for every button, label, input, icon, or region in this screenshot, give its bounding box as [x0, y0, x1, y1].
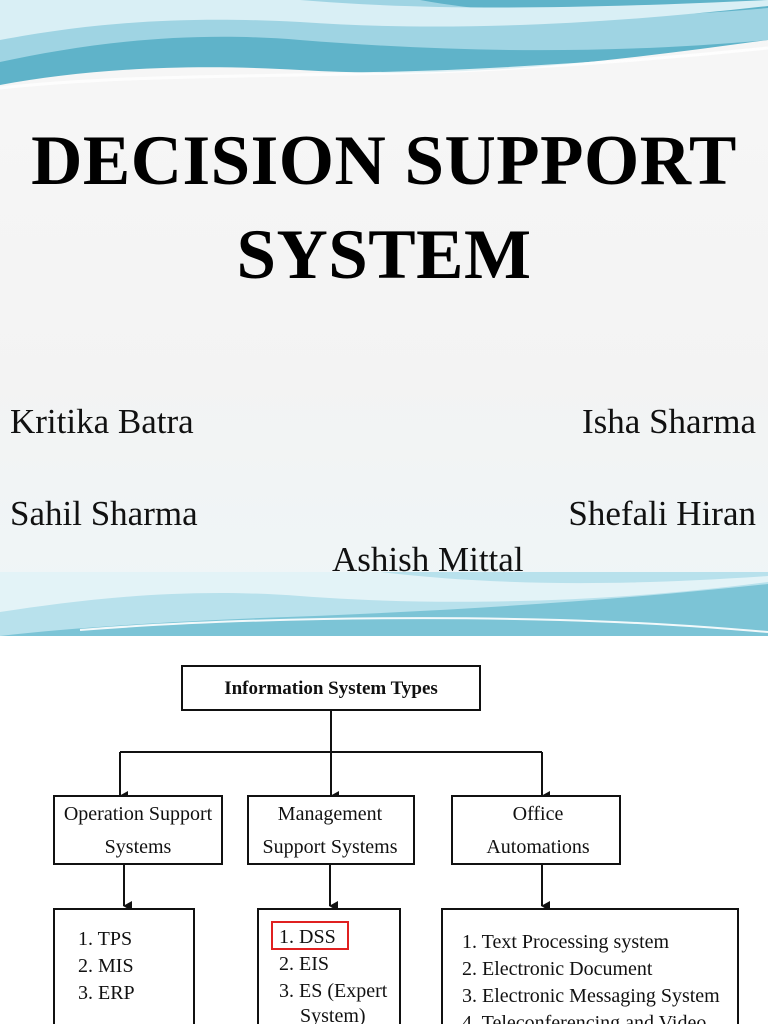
root-label: Information System Types: [224, 678, 438, 699]
author-kritika: Kritika Batra: [10, 402, 194, 441]
title-slide: DECISION SUPPORT SYSTEM Kritika Batra Is…: [0, 0, 768, 636]
management-support-line2: Support Systems: [262, 836, 397, 858]
item-electronic-messaging: 3. Electronic Messaging System: [462, 985, 720, 1007]
category-connectors: [123, 864, 550, 911]
item-dss: 1. DSS: [279, 926, 336, 948]
item-es: 3. ES (Expert: [279, 980, 388, 1002]
bottom-wave-decoration: [0, 572, 768, 636]
root-node: Information System Types: [181, 665, 481, 711]
management-support-line1: Management: [278, 803, 383, 825]
item-teleconferencing: 4. Teleconferencing and Video: [462, 1012, 706, 1024]
slide-title-line-1: DECISION SUPPORT: [31, 122, 737, 200]
operation-support-line2: Systems: [105, 836, 172, 858]
category-operation-support: Operation Support Systems: [53, 795, 223, 865]
diagram-canvas: Information System Types Operation Suppo…: [53, 665, 739, 1024]
author-isha: Isha Sharma: [582, 402, 756, 441]
item-erp: 3. ERP: [78, 982, 135, 1004]
office-automation-line2: Automations: [486, 836, 590, 858]
office-automation-line1: Office: [513, 803, 564, 825]
information-system-types-diagram: Information System Types Operation Suppo…: [0, 636, 768, 1024]
item-mis: 2. MIS: [78, 955, 134, 977]
item-electronic-document: 2. Electronic Document: [462, 958, 653, 980]
operation-support-line1: Operation Support: [64, 803, 213, 825]
top-wave-decoration: [0, 0, 768, 90]
slide-title-line-2: SYSTEM: [236, 216, 532, 294]
root-connectors: [119, 710, 550, 801]
items-operation-support: 1. TPS 2. MIS 3. ERP: [53, 908, 195, 1024]
author-shefali: Shefali Hiran: [568, 494, 756, 533]
items-management-support: 1. DSS 2. EIS 3. ES (Expert System): [257, 908, 401, 1024]
items-office-automation: 1. Text Processing system 2. Electronic …: [441, 908, 739, 1024]
item-tps: 1. TPS: [78, 928, 132, 950]
item-eis: 2. EIS: [279, 953, 329, 975]
dss-highlight-box: [271, 921, 349, 950]
category-office-automation: Office Automations: [451, 795, 621, 865]
item-es-cont: System): [300, 1005, 366, 1024]
author-sahil: Sahil Sharma: [10, 494, 198, 533]
category-management-support: Management Support Systems: [247, 795, 415, 865]
item-text-processing: 1. Text Processing system: [462, 931, 670, 953]
